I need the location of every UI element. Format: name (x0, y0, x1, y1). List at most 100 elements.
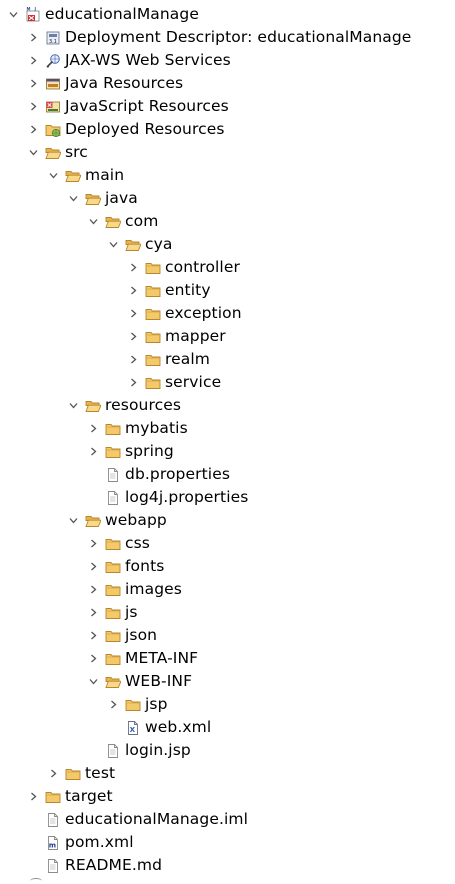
chevron-right-icon[interactable] (126, 279, 140, 302)
folder-icon (125, 697, 141, 713)
chevron-down-icon[interactable] (106, 233, 120, 256)
tree-item[interactable]: controller (126, 256, 240, 279)
chevron-down-icon[interactable] (6, 3, 20, 26)
chevron-right-icon[interactable] (26, 118, 40, 141)
tree-item[interactable]: educationalManage.iml (26, 808, 248, 831)
folder-icon (145, 329, 161, 345)
chevron-right-icon[interactable] (126, 256, 140, 279)
chevron-right-icon[interactable] (26, 72, 40, 95)
tree-indent-spacer (26, 831, 40, 854)
tree-item[interactable]: entity (126, 279, 211, 302)
tree-item[interactable]: service (126, 371, 221, 394)
chevron-right-icon[interactable] (26, 26, 40, 49)
tree-item[interactable]: spring (86, 440, 174, 463)
chevron-right-icon[interactable] (26, 95, 40, 118)
chevron-down-icon[interactable] (86, 210, 100, 233)
tree-item[interactable]: js (86, 601, 138, 624)
tree-item[interactable]: resources (66, 394, 181, 417)
tree-item[interactable]: Java Resources (26, 72, 183, 95)
tree-item[interactable]: java (66, 187, 138, 210)
tree-indent-spacer (26, 808, 40, 831)
tree-item[interactable]: webapp (66, 509, 167, 532)
tree-item-label: mapper (165, 327, 226, 345)
folder-icon (105, 536, 121, 552)
chevron-right-icon[interactable] (26, 49, 40, 72)
tree-item-label: exception (165, 304, 242, 322)
chevron-right-icon[interactable] (106, 693, 120, 716)
chevron-down-icon[interactable] (66, 509, 80, 532)
tree-item-label: Deployed Resources (65, 120, 225, 138)
tree-item[interactable]: mapper (126, 325, 226, 348)
tree-item-label: README.md (65, 856, 163, 874)
tree-item[interactable]: README.md (26, 854, 162, 877)
chevron-right-icon[interactable] (86, 555, 100, 578)
chevron-down-icon[interactable] (86, 670, 100, 693)
tree-item-label: main (85, 166, 125, 184)
tree-item-label: json (125, 626, 158, 644)
chevron-down-icon[interactable] (26, 141, 40, 164)
chevron-down-icon[interactable] (66, 394, 80, 417)
tree-item[interactable]: css (86, 532, 150, 555)
tree-item[interactable]: images (86, 578, 182, 601)
folder-icon (145, 260, 161, 276)
tree-item[interactable]: WEB-INF (86, 670, 192, 693)
chevron-right-icon[interactable] (86, 440, 100, 463)
chevron-right-icon[interactable] (86, 647, 100, 670)
chevron-right-icon[interactable] (126, 302, 140, 325)
java-resources-icon (45, 76, 61, 92)
tree-item[interactable]: log4j.properties (86, 486, 248, 509)
tree-item[interactable]: db.properties (86, 463, 230, 486)
open-folder-icon (45, 145, 61, 161)
tree-item[interactable]: json (86, 624, 157, 647)
tree-item-label: test (85, 764, 116, 782)
tree-item[interactable]: mybatis (86, 417, 188, 440)
chevron-right-icon[interactable] (86, 578, 100, 601)
chevron-right-icon[interactable] (126, 348, 140, 371)
tree-item-label: pom.xml (65, 833, 134, 851)
tree-item[interactable]: src (26, 141, 88, 164)
folder-icon (145, 306, 161, 322)
tree-item-label: JAX-WS Web Services (65, 51, 231, 69)
tree-item-label: js (125, 603, 138, 621)
chevron-right-icon[interactable] (46, 762, 60, 785)
chevron-right-icon[interactable] (126, 371, 140, 394)
chevron-right-icon[interactable] (126, 325, 140, 348)
tree-item-label: login.jsp (125, 741, 191, 759)
tree-item[interactable]: jsp (106, 693, 168, 716)
chevron-down-icon[interactable] (66, 187, 80, 210)
tree-item[interactable]: main (46, 164, 124, 187)
tree-item[interactable]: fonts (86, 555, 164, 578)
chevron-right-icon[interactable] (86, 417, 100, 440)
open-folder-icon (85, 398, 101, 414)
open-folder-icon (125, 237, 141, 253)
chevron-down-icon[interactable] (46, 164, 60, 187)
tree-item[interactable]: realm (126, 348, 210, 371)
chevron-right-icon[interactable] (86, 624, 100, 647)
open-folder-icon (65, 168, 81, 184)
tree-item[interactable]: exception (126, 302, 242, 325)
tree-item[interactable]: login.jsp (86, 739, 191, 762)
maven-file-icon: m (45, 835, 61, 851)
javascript-resources-icon (45, 99, 61, 115)
tree-item[interactable]: test (46, 762, 115, 785)
tree-item[interactable]: JavaScript Resources (26, 95, 229, 118)
tree-item[interactable]: Deployed Resources (26, 118, 225, 141)
tree-item[interactable]: cya (106, 233, 173, 256)
chevron-right-icon[interactable] (86, 601, 100, 624)
tree-item-label: images (125, 580, 182, 598)
xml-file-icon: X (125, 720, 141, 736)
tree-item-label: resources (105, 396, 182, 414)
tree-item[interactable]: JAX-WS Web Services (26, 49, 231, 72)
chevron-right-icon[interactable] (26, 785, 40, 808)
tree-item[interactable]: META-INF (86, 647, 198, 670)
tree-item[interactable]: com (86, 210, 158, 233)
tree-item[interactable]: target (26, 785, 113, 808)
tree-item-label: mybatis (125, 419, 188, 437)
tree-indent-spacer (86, 463, 100, 486)
tree-item-label: db.properties (125, 465, 231, 483)
chevron-right-icon[interactable] (86, 532, 100, 555)
